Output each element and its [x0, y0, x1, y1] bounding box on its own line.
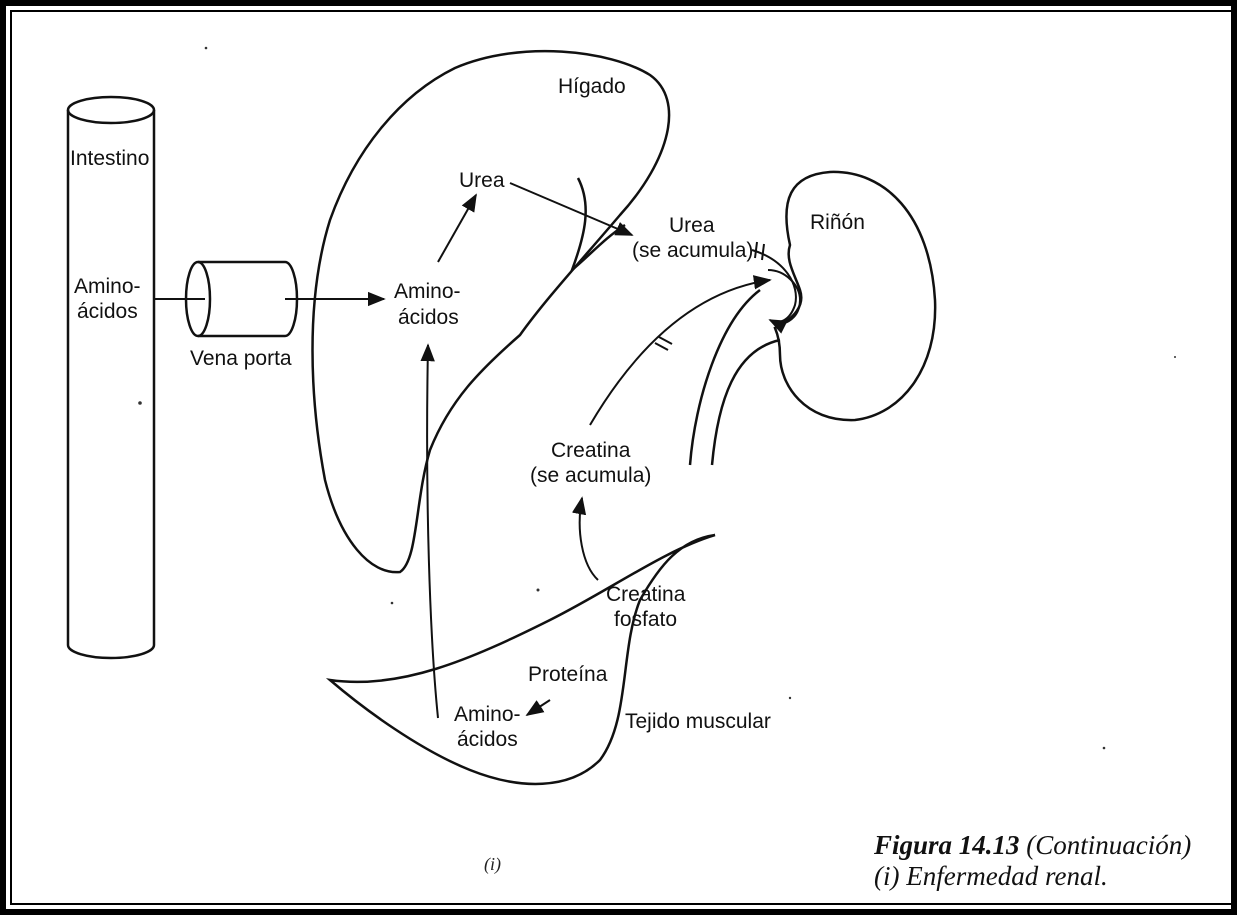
creatina-block-mark: [655, 337, 672, 350]
kidney-vessel-1: [690, 290, 760, 465]
liver-notch: [572, 178, 625, 270]
label-creatina-fosfato-1: Creatina: [606, 582, 685, 607]
label-creatina-fosfato-2: fosfato: [614, 607, 677, 632]
caption-line-2: (i) Enfermedad renal.: [874, 861, 1191, 892]
arrow-phosphate-to-creatine: [580, 498, 598, 580]
kidney-vessel-2: [712, 340, 780, 465]
label-amino-liver-1: Amino-: [394, 279, 461, 304]
caption-figure-number: Figura 14.13: [874, 830, 1020, 860]
label-amino-intestine-2: ácidos: [77, 299, 138, 324]
sublabel-i: (i): [484, 854, 501, 875]
arrow-urea-to-kidney: [510, 183, 632, 235]
caption-continuation: (Continuación): [1020, 830, 1192, 860]
specks: [138, 47, 1176, 750]
label-proteina: Proteína: [528, 662, 607, 687]
arrow-protein-to-amino: [527, 700, 550, 715]
label-creatina-1: Creatina: [551, 438, 630, 463]
figure-caption: Figura 14.13 (Continuación) (i) Enfermed…: [874, 830, 1191, 892]
label-intestino: Intestino: [70, 146, 149, 171]
arrow-muscle-to-liver: [427, 345, 438, 718]
label-creatina-2: (se acumula): [530, 463, 651, 488]
label-amino-intestine-1: Amino-: [74, 274, 141, 299]
urea-block-mark: [755, 242, 764, 260]
label-amino-muscle-2: ácidos: [457, 727, 518, 752]
caption-line-1: Figura 14.13 (Continuación): [874, 830, 1191, 861]
label-rinon: Riñón: [810, 210, 865, 235]
label-tejido-muscular: Tejido muscular: [625, 709, 771, 734]
label-urea: Urea: [459, 168, 505, 193]
label-amino-muscle-1: Amino-: [454, 702, 521, 727]
creatina-blocked-path: [590, 280, 770, 425]
label-vena-porta: Vena porta: [190, 346, 292, 371]
liver-outline: [313, 51, 670, 572]
intestine-tube: [68, 97, 154, 658]
label-amino-liver-2: ácidos: [398, 305, 459, 330]
arrow-amino-to-urea: [438, 195, 476, 262]
label-urea-acumula-1: Urea: [669, 213, 715, 238]
label-higado: Hígado: [558, 74, 626, 99]
label-urea-acumula-2: (se acumula): [632, 238, 753, 263]
